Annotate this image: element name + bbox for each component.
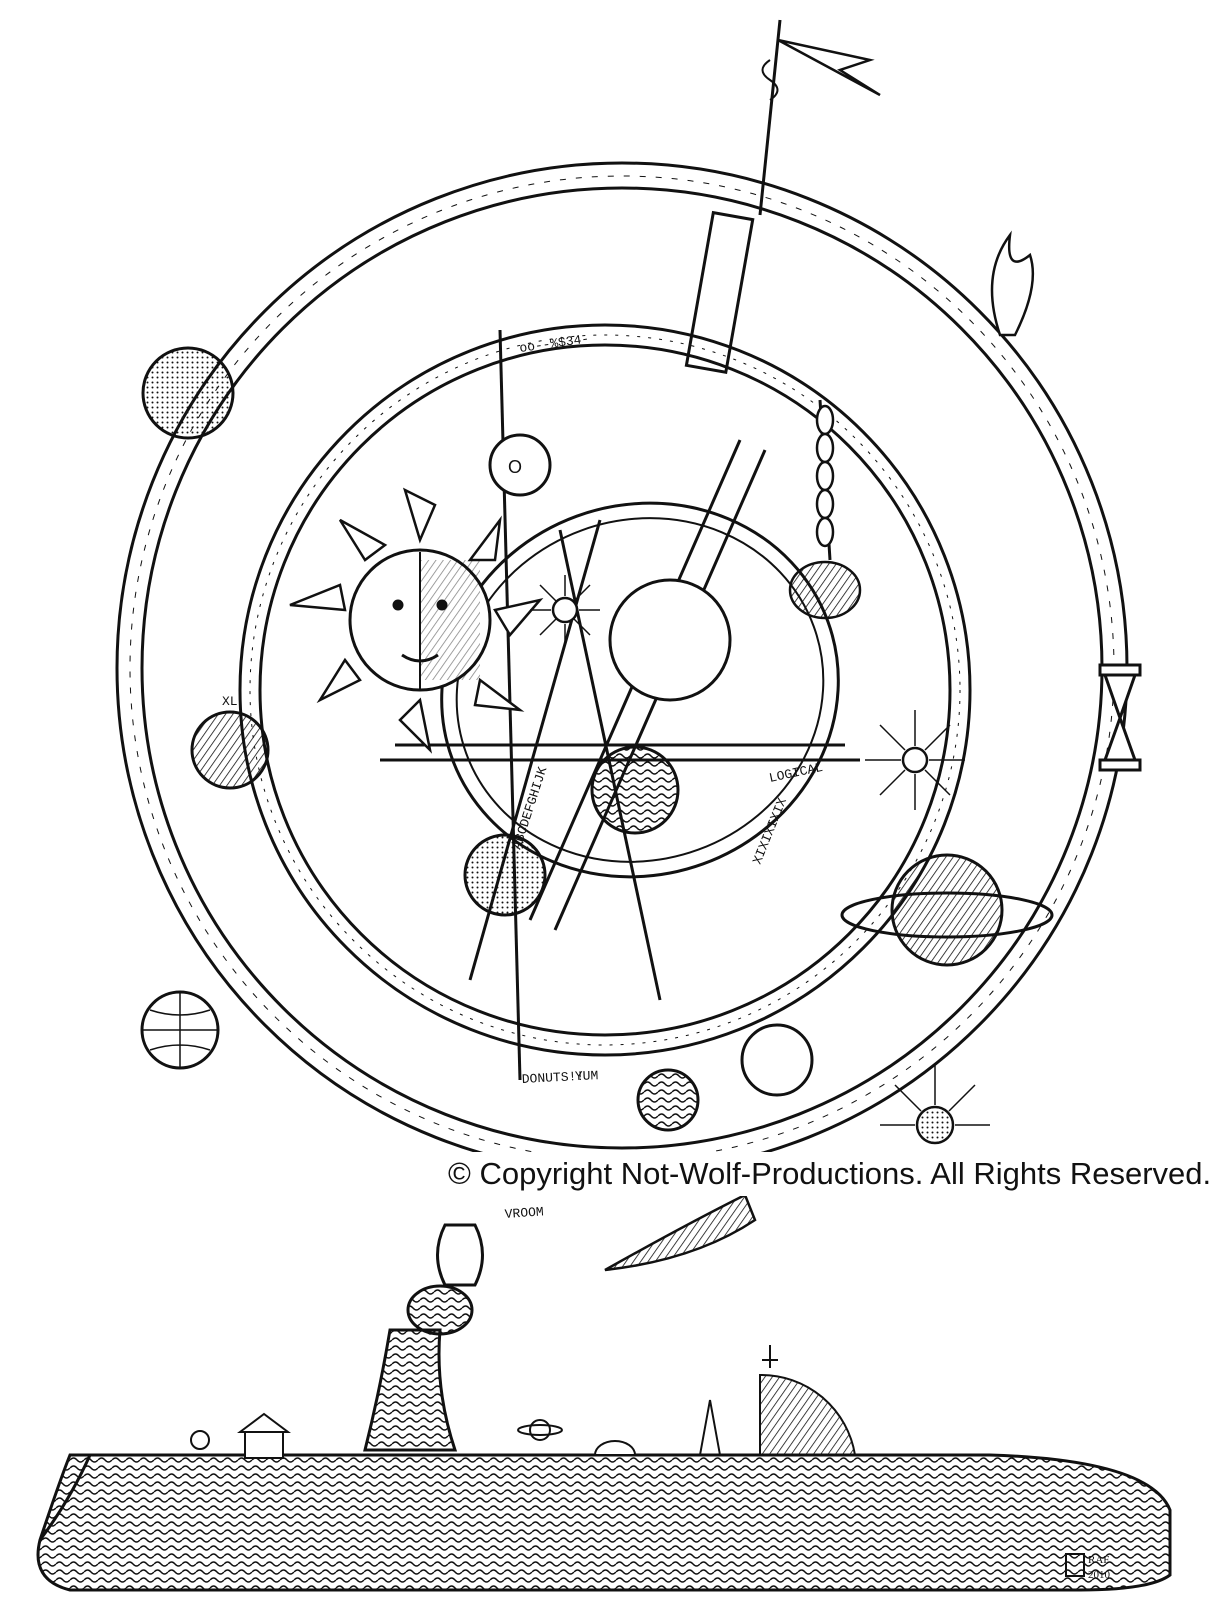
- artist-signature: RAF 2010: [1065, 1553, 1111, 1581]
- top-pole: [684, 19, 881, 374]
- hanging-chain: [788, 404, 862, 620]
- inscription-donuts: DONUTS!!: [521, 1069, 584, 1087]
- inscription-roman: XIXIXIXIX: [750, 796, 790, 867]
- starbursts: [530, 575, 990, 1145]
- sun-face: [289, 487, 544, 754]
- inscription-yum: YUM: [575, 1068, 599, 1084]
- inscription-alphabet: ABCDEFGHIJK: [510, 765, 551, 851]
- inscription-xl: XL: [222, 694, 238, 709]
- planets: O: [140, 346, 1054, 1132]
- inner-ring: [440, 501, 840, 879]
- signature-year: 2010: [1088, 1569, 1111, 1581]
- inscription-vroom: VROOM: [504, 1204, 544, 1222]
- torch-flame: [990, 230, 1035, 337]
- inscription-top: oo--%$34-: [518, 331, 590, 356]
- inscription-logical: LOGICAL: [768, 760, 825, 786]
- pedestal: [363, 1223, 484, 1452]
- middle-ring: [238, 323, 972, 1057]
- signature-initials: RAF: [1088, 1554, 1109, 1566]
- svg-text:O: O: [508, 457, 522, 477]
- hourglass: [1098, 663, 1142, 772]
- base-ornaments: [190, 1345, 857, 1459]
- wooden-base: [36, 1453, 1172, 1592]
- comet: [604, 1193, 757, 1272]
- copyright-notice: © Copyright Not-Wolf-Productions. All Ri…: [440, 1152, 1211, 1196]
- spokes: [380, 329, 860, 1081]
